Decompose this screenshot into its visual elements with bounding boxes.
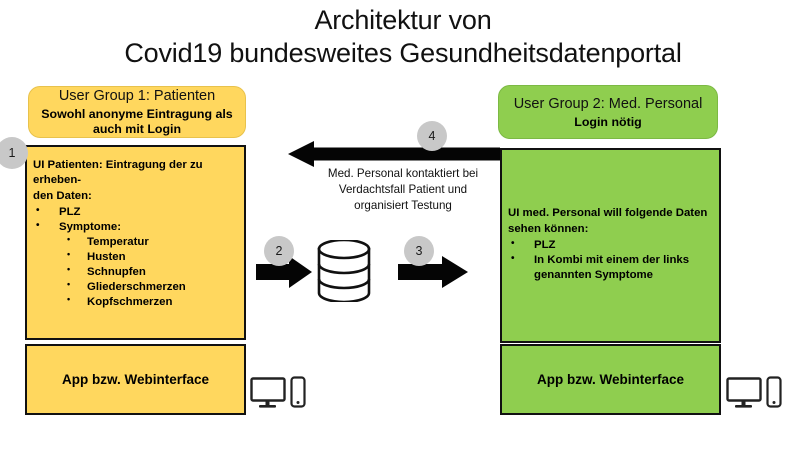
list-item: Kopfschmerzen	[59, 294, 241, 310]
patient-device-icons	[250, 375, 306, 416]
symptom-kopfschmerzen: Kopfschmerzen	[87, 296, 173, 309]
symptom-schnupfen: Schnupfen	[87, 266, 146, 279]
store-to-database-arrow	[256, 256, 312, 288]
database-cylinder-icon	[317, 240, 371, 302]
list-item: PLZ	[33, 204, 241, 220]
medical-data-plz: PLZ	[534, 239, 556, 252]
step-badge-3: 3	[404, 236, 434, 266]
medical-app-interface-box: App bzw. Webinterface	[500, 344, 721, 415]
step-badge-1-number: 1	[8, 146, 16, 160]
smartphone-icon	[766, 376, 782, 408]
patient-data-symptome: Symptome:	[59, 221, 122, 234]
patient-app-label: App bzw. Webinterface	[61, 372, 210, 387]
patient-data-plz: PLZ	[59, 206, 81, 219]
caption-line-1: Med. Personal kontaktiert bei	[327, 167, 479, 180]
medical-app-label: App bzw. Webinterface	[536, 372, 685, 387]
symptom-temperatur: Temperatur	[87, 236, 149, 249]
step-badge-1: 1	[0, 137, 28, 169]
device-icon-group	[726, 376, 782, 408]
list-item: Temperatur	[59, 234, 241, 250]
page-title: Architektur von Covid19 bundesweites Ges…	[0, 4, 806, 70]
patient-data-list: PLZ Symptome: Temperatur Husten Schnupfe…	[33, 204, 241, 310]
user-group-1-subtitle: Sowohl anonyme Eintragung als auch mit L…	[41, 107, 233, 137]
user-group-2-title: User Group 2: Med. Personal	[513, 95, 703, 112]
title-line-1: Architektur von	[314, 5, 492, 35]
user-group-2-subtitle: Login nötig	[574, 114, 642, 129]
step-badge-4-number: 4	[428, 129, 436, 143]
step-badge-4: 4	[417, 121, 447, 151]
caption-line-2: Verdachtsfall Patient und	[338, 182, 468, 196]
caption-line-3: organisiert Testung	[354, 198, 452, 212]
smartphone-icon	[290, 376, 306, 408]
step-badge-2: 2	[264, 236, 294, 266]
contact-patient-arrow	[288, 141, 500, 167]
medical-data-kombi-wrap: genannten Symptome	[534, 269, 653, 282]
device-icon-group	[250, 376, 306, 408]
patient-app-interface-box: App bzw. Webinterface	[25, 344, 246, 415]
patient-ui-heading-line-2: den Daten:	[33, 190, 92, 203]
symptom-list: Temperatur Husten Schnupfen Gliederschme…	[59, 234, 241, 310]
user-group-1-title: User Group 1: Patienten	[58, 88, 216, 105]
medical-ui-heading-line-2: sehen können:	[508, 223, 589, 236]
patient-ui-content: UI Patienten: Eintragung der zu erheben-…	[33, 158, 241, 310]
medical-data-kombi: In Kombi mit einem der links	[534, 254, 690, 267]
contact-patient-caption: Med. Personal kontaktiert bei Verdachtsf…	[308, 166, 498, 214]
list-item: In Kombi mit einem der links genannten S…	[508, 252, 716, 283]
medical-device-icons	[726, 375, 782, 416]
patient-ui-heading-line-1: UI Patienten: Eintragung der zu erheben-	[33, 159, 203, 187]
step-badge-2-number: 2	[275, 244, 283, 258]
monitor-icon	[250, 377, 286, 408]
list-item: PLZ	[508, 237, 716, 253]
user-group-2-header: User Group 2: Med. Personal Login nötig	[498, 85, 718, 139]
list-item: Husten	[59, 249, 241, 265]
user-group-1-header: User Group 1: Patienten Sowohl anonyme E…	[28, 86, 246, 138]
list-item: Schnupfen	[59, 264, 241, 280]
title-line-2: Covid19 bundesweites Gesundheitsdatenpor…	[124, 37, 682, 68]
list-item: Symptome: Temperatur Husten Schnupfen Gl…	[33, 219, 241, 310]
medical-ui-heading-line-1: UI med. Personal will folgende Daten	[508, 207, 708, 219]
symptom-gliederschmerzen: Gliederschmerzen	[87, 281, 186, 294]
list-item: Gliederschmerzen	[59, 279, 241, 295]
monitor-icon	[726, 377, 762, 408]
step-badge-3-number: 3	[415, 244, 423, 258]
medical-ui-content: UI med. Personal will folgende Daten seh…	[508, 206, 716, 283]
symptom-husten: Husten	[87, 251, 126, 264]
medical-data-list: PLZ In Kombi mit einem der links genannt…	[508, 237, 716, 283]
